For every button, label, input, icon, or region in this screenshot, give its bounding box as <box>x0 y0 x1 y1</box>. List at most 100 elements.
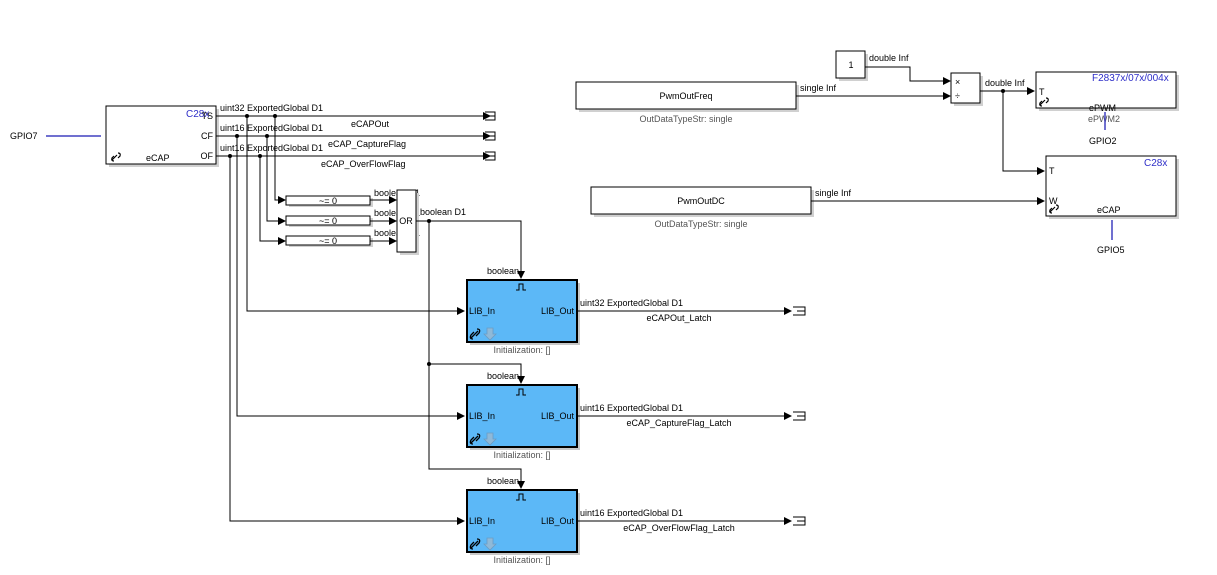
latch-in-port: LIB_In <box>469 306 495 316</box>
pwm-out-freq-name: PwmOutFreq <box>659 91 712 101</box>
constant-out-type: double Inf <box>869 53 909 63</box>
latch-init-param: Initialization: [] <box>493 345 550 355</box>
signal-name-captureflag: eCAP_CaptureFlag <box>328 139 406 149</box>
gpio5-label: GPIO5 <box>1097 245 1125 255</box>
port-of: OF <box>201 151 214 161</box>
wire-const-divide[interactable] <box>865 66 951 85</box>
library-link-icon <box>469 433 481 445</box>
gpio2-label: GPIO2 <box>1089 136 1117 146</box>
compare-block-1[interactable]: ~= 0 <box>285 195 373 207</box>
compare-block-2[interactable]: ~= 0 <box>285 215 373 227</box>
divide-block[interactable]: × ÷ <box>950 72 983 106</box>
trigger-pulse-icon <box>516 388 526 396</box>
constant-value: 1 <box>848 60 853 70</box>
or-label: OR <box>399 216 413 226</box>
compare-label: ~= 0 <box>319 216 337 226</box>
terminator-ecapout[interactable] <box>485 111 496 121</box>
wire-cf-compare[interactable] <box>266 136 286 225</box>
wire-of-compare[interactable] <box>259 156 286 245</box>
latch-out-type: uint32 ExportedGlobal D1 <box>580 298 683 308</box>
wire-cf-latch[interactable] <box>236 136 465 420</box>
down-arrow-icon <box>483 537 497 551</box>
port-cf: CF <box>201 131 213 141</box>
latch-out-name: eCAPOut_Latch <box>646 313 711 323</box>
ecap-out-port-w: W <box>1049 196 1058 206</box>
or-block[interactable]: OR <box>396 189 419 255</box>
latch-init-param: Initialization: [] <box>493 555 550 565</box>
latch-body[interactable] <box>466 279 578 343</box>
terminator-overflowflag[interactable] <box>485 151 496 161</box>
wire-ts-latch[interactable] <box>246 116 465 315</box>
down-arrow-icon <box>483 327 497 341</box>
terminator[interactable] <box>793 516 806 526</box>
latch-out-port: LIB_Out <box>541 411 575 421</box>
signal-type-ecapout: uint32 ExportedGlobal D1 <box>220 103 323 113</box>
ecap-out-port-t: T <box>1049 166 1055 176</box>
epwm-instance: ePWM2 <box>1088 114 1120 124</box>
epwm-block[interactable]: F2837x/07x/004x T ePWM <box>1035 71 1179 113</box>
latch-in-port: LIB_In <box>469 516 495 526</box>
terminator[interactable] <box>793 411 806 421</box>
latch-body[interactable] <box>466 489 578 553</box>
ecap-input-block[interactable]: GPIO7 C28x TS CF OF eCAP <box>10 105 219 167</box>
trigger-type-label: boolean <box>487 476 519 486</box>
ecap-target-label: C28x <box>186 109 209 120</box>
library-link-icon <box>1039 97 1049 107</box>
wire-trigger-latch1[interactable] <box>416 220 525 279</box>
terminator-captureflag[interactable] <box>485 131 496 141</box>
pwm-out-dc-block[interactable]: PwmOutDC <box>590 186 814 217</box>
signal-type-captureflag: uint16 ExportedGlobal D1 <box>220 123 323 133</box>
latch-body[interactable] <box>466 384 578 448</box>
epwm-target: F2837x/07x/004x <box>1092 73 1169 84</box>
terminator[interactable] <box>793 306 806 316</box>
latch-init-param: Initialization: [] <box>493 450 550 460</box>
constant-block[interactable]: 1 <box>835 50 868 81</box>
library-link-icon <box>469 328 481 340</box>
ecap-out-name: eCAP <box>1097 205 1121 215</box>
pwm-out-dc-param: OutDataTypeStr: single <box>654 219 747 229</box>
epwm-name: ePWM <box>1089 103 1116 113</box>
down-arrow-icon <box>483 432 497 446</box>
latch-out-name: eCAP_CaptureFlag_Latch <box>626 418 731 428</box>
wire-ts-compare[interactable] <box>274 116 286 204</box>
or-out-type: boolean D1 <box>420 207 466 217</box>
latch-out-type: uint16 ExportedGlobal D1 <box>580 508 683 518</box>
pwm-out-freq-block[interactable]: PwmOutFreq <box>575 81 799 112</box>
trigger-type-label: boolean <box>487 371 519 381</box>
latch-in-port: LIB_In <box>469 411 495 421</box>
compare-label: ~= 0 <box>319 236 337 246</box>
library-link-icon <box>1049 204 1059 214</box>
ecap-output-block[interactable]: C28x T W eCAP <box>1045 155 1179 219</box>
library-link-icon <box>111 152 121 162</box>
epwm-port-t: T <box>1039 87 1045 97</box>
signal-name-ecapout: eCAPOut <box>351 119 390 129</box>
library-link-icon <box>469 538 481 550</box>
ecap-block-name: eCAP <box>146 153 170 163</box>
gpio7-label: GPIO7 <box>10 131 38 141</box>
trigger-type-label: boolean <box>487 266 519 276</box>
wire-trigger-latch2[interactable] <box>428 221 525 384</box>
wire-of-latch[interactable] <box>229 156 465 525</box>
pwm-out-dc-name: PwmOutDC <box>677 196 725 206</box>
trigger-pulse-icon <box>516 493 526 501</box>
divide-out-type: double Inf <box>985 78 1025 88</box>
pwm-dc-out-type: single Inf <box>815 188 852 198</box>
wire-divide-ecap[interactable] <box>1002 91 1045 175</box>
multiply-sign: × <box>955 77 960 87</box>
latch-out-type: uint16 ExportedGlobal D1 <box>580 403 683 413</box>
trigger-pulse-icon <box>516 283 526 291</box>
wire-trigger-latch3[interactable] <box>428 364 525 489</box>
compare-block-3[interactable]: ~= 0 <box>285 235 373 247</box>
branch-points <box>228 89 1005 366</box>
pwm-freq-out-type: single Inf <box>800 83 837 93</box>
signal-name-overflowflag: eCAP_OverFlowFlag <box>321 159 406 169</box>
compare-label: ~= 0 <box>319 196 337 206</box>
signal-type-overflowflag: uint16 ExportedGlobal D1 <box>220 143 323 153</box>
ecap-block-body[interactable] <box>105 105 217 165</box>
latch-out-port: LIB_Out <box>541 306 575 316</box>
ecap-out-target: C28x <box>1144 158 1167 169</box>
